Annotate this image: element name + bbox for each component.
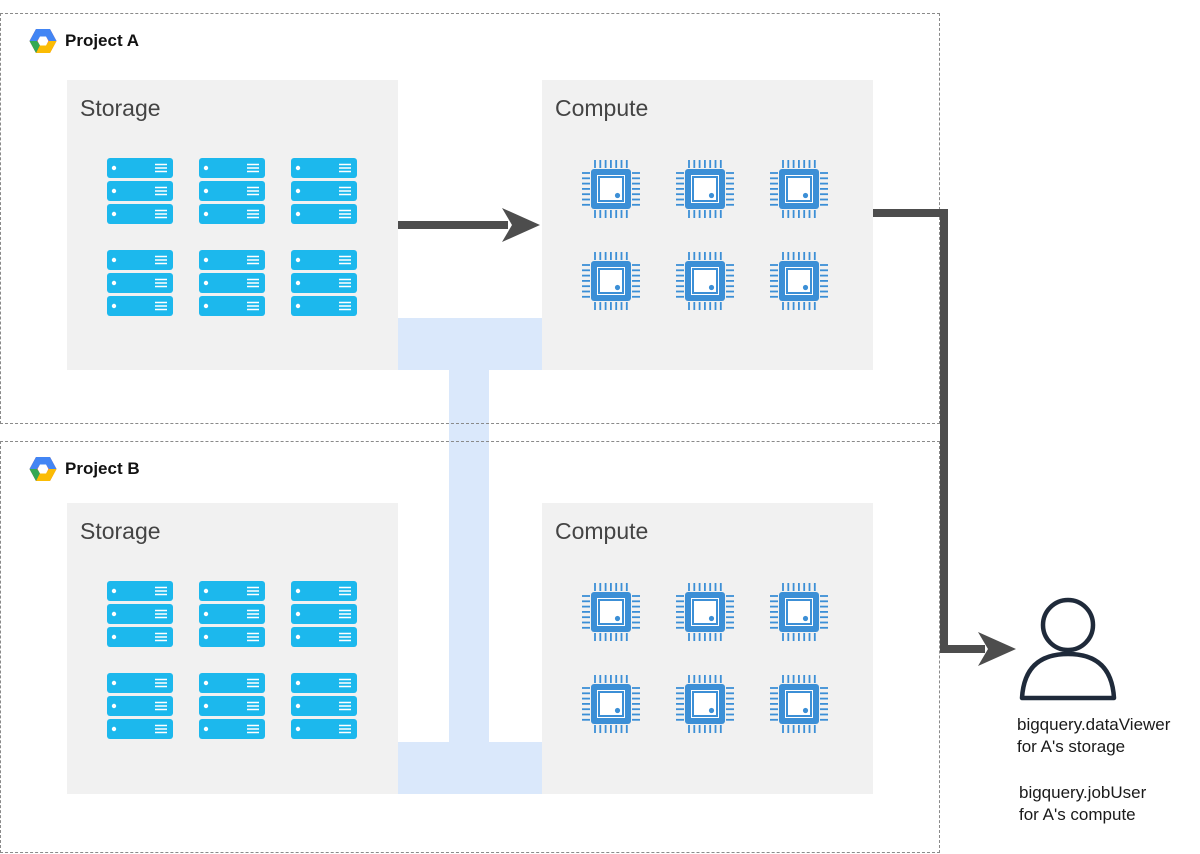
server-rack-icon [107,158,173,224]
cpu-chip-icon [676,252,734,310]
server-rack-icon [107,581,173,647]
project-a-storage-title: Storage [80,95,161,121]
google-cloud-hexagon-icon [29,29,57,53]
cpu-chip-icon [770,675,828,733]
project-b-storage-title: Storage [80,518,161,544]
project-b-storage-panel: Storage [67,503,398,794]
shared-connector-top-bar [398,318,542,370]
cpu-chip-icon [676,675,734,733]
project-a-storage-grid [107,158,357,316]
server-rack-icon [291,158,357,224]
cpu-chip-icon [770,583,828,641]
project-b-title: Project B [65,459,140,478]
cpu-chip-icon [676,583,734,641]
project-a-compute-panel: Compute [542,80,873,370]
storage-to-compute-arrow [398,208,540,242]
server-rack-icon [107,673,173,739]
person-icon [1019,597,1117,701]
server-rack-icon [199,250,265,316]
server-rack-icon [199,581,265,647]
cpu-chip-icon [770,252,828,310]
project-b-header: Project B [29,456,140,482]
cpu-chip-icon [770,160,828,218]
server-rack-icon [291,250,357,316]
google-cloud-hexagon-icon [29,457,57,481]
cpu-chip-icon [582,583,640,641]
cpu-chip-icon [676,160,734,218]
project-b-compute-title: Compute [555,518,649,544]
project-b-compute-panel: Compute [542,503,873,794]
job-user-scope: for A's compute [1019,805,1136,824]
data-viewer-scope: for A's storage [1017,737,1126,756]
project-a-compute-grid [580,158,830,312]
project-a-header: Project A [29,28,139,54]
data-viewer-role-note: bigquery.dataViewer for A's storage [1017,714,1170,758]
project-a-boundary: Project A [0,13,940,424]
server-rack-icon [291,581,357,647]
job-user-role: bigquery.jobUser [1019,783,1147,802]
shared-connector-bottom-bar [398,742,542,794]
data-viewer-role: bigquery.dataViewer [1017,715,1171,734]
compute-to-user-arrow [873,209,1016,666]
project-b-compute-grid [580,581,830,735]
server-rack-icon [107,250,173,316]
project-b-boundary: Project B [0,441,940,853]
server-rack-icon [199,158,265,224]
project-b-storage-grid [107,581,357,739]
project-a-title: Project A [65,31,140,50]
server-rack-icon [199,673,265,739]
cpu-chip-icon [582,252,640,310]
job-user-role-note: bigquery.jobUser for A's compute [1019,782,1146,826]
server-rack-icon [291,673,357,739]
cpu-chip-icon [582,675,640,733]
project-a-compute-title: Compute [555,95,649,121]
project-a-storage-panel: Storage [67,80,398,370]
shared-connector-vertical-bar [449,370,489,742]
cpu-chip-icon [582,160,640,218]
